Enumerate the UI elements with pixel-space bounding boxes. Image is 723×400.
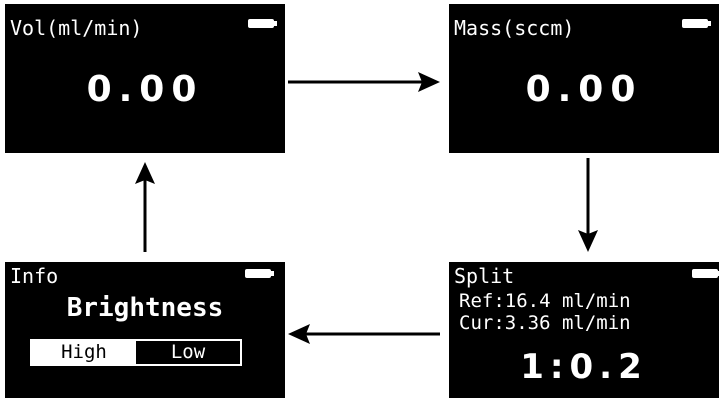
- brightness-option-low[interactable]: Low: [136, 341, 240, 364]
- flow-value: 0.00: [86, 69, 204, 110]
- volumetric-flow-screen: Vol(ml/min) 0.00: [5, 4, 285, 153]
- screen-title: Info: [10, 264, 59, 288]
- screen-title: Vol(ml/min): [10, 16, 143, 40]
- brightness-toggle[interactable]: High Low: [30, 339, 242, 366]
- mass-flow-screen: Mass(sccm) 0.00: [449, 4, 719, 153]
- split-screen: Split Ref:16.4 ml/min Cur:3.36 ml/min 1:…: [449, 262, 719, 398]
- brightness-option-high[interactable]: High: [32, 341, 136, 364]
- arrow-info-to-vol: [135, 162, 155, 252]
- battery-icon: [248, 19, 277, 28]
- info-screen: Info Brightness High Low: [5, 262, 285, 398]
- arrow-split-to-info: [288, 324, 440, 344]
- screen-title: Mass(sccm): [454, 16, 575, 40]
- battery-icon: [692, 269, 719, 278]
- arrow-mass-to-split: [578, 158, 598, 252]
- arrow-vol-to-mass: [288, 72, 440, 92]
- reference-flow: Ref:16.4 ml/min: [459, 290, 631, 312]
- split-ratio: 1:0.2: [520, 347, 648, 387]
- battery-icon: [682, 19, 711, 28]
- battery-icon: [245, 269, 274, 278]
- screen-title: Split: [454, 264, 515, 288]
- brightness-label: Brightness: [66, 293, 224, 323]
- current-flow: Cur:3.36 ml/min: [459, 312, 631, 334]
- flow-value: 0.00: [525, 69, 643, 110]
